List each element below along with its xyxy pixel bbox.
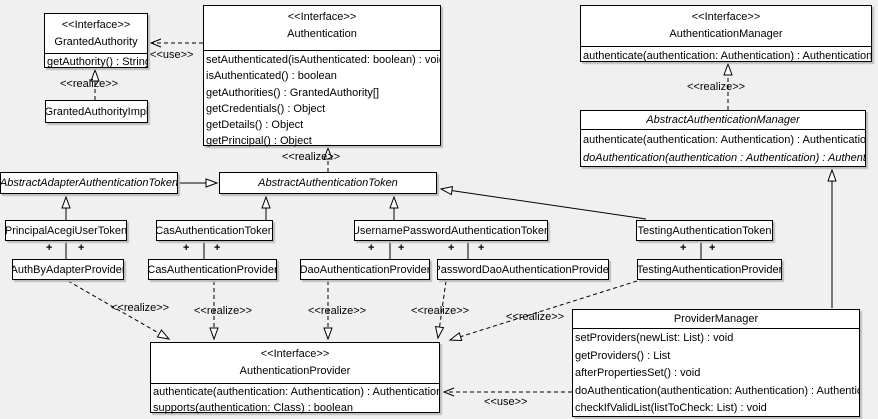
multiplicity-plus: + <box>183 242 190 254</box>
class-name: DaoAuthenticationProvider <box>300 263 430 276</box>
multiplicity-plus: + <box>368 242 375 254</box>
class-name: TestingAuthenticationProvider <box>637 263 782 276</box>
class-name: GrantedAuthority <box>54 36 138 48</box>
edge-label-realize: <<realize>> <box>60 78 119 90</box>
class-name: AuthenticationProvider <box>239 365 351 377</box>
class-name: PasswordDaoAuthenticationProvider <box>437 263 609 276</box>
member-operation: authenticate(authentication: Authenticat… <box>583 134 865 146</box>
class-testing-authentication-token: TestingAuthenticationToken <box>636 220 773 241</box>
class-provider-manager: ProviderManager setProviders(newList: Li… <box>572 309 860 417</box>
class-password-dao-authentication-provider: PasswordDaoAuthenticationProvider <box>437 259 609 280</box>
member-operation: getAuthority() : String <box>47 56 147 68</box>
class-abstract-adapter-authentication-token: AbstractAdapterAuthenticationToken <box>0 172 178 194</box>
class-name: GrantedAuthorityImpl <box>45 105 148 118</box>
class-name: AbstractAuthenticationToken <box>258 177 398 189</box>
class-username-password-authentication-token: UsernamePasswordAuthenticationToken <box>354 220 548 241</box>
edge-label-use: <<use>> <box>150 49 194 61</box>
edge-label-realize: <<realize>> <box>411 305 470 317</box>
member-operation: supports(authentication: Class) : boolea… <box>153 401 353 414</box>
realize-passworddaoprovider <box>434 280 447 340</box>
realize-authbyadapter <box>67 280 171 340</box>
multiplicity-plus: + <box>680 242 687 254</box>
class-granted-authority-impl: GrantedAuthorityImpl <box>45 100 148 123</box>
stereotype-label: <<Interface>> <box>61 19 131 31</box>
member-operation: authenticate(authentication: Authenticat… <box>583 50 871 62</box>
member-operation: doAuthentication(authentication : Authen… <box>583 152 865 164</box>
class-cas-authentication-token: CasAuthenticationToken <box>156 220 273 241</box>
class-authentication: <<Interface>> Authentication setAuthenti… <box>203 5 441 148</box>
edge-label-realize: <<realize>> <box>194 305 253 317</box>
multiplicity-plus: + <box>214 242 221 254</box>
member-operation: getDetails() : Object <box>206 119 304 132</box>
class-granted-authority: <<Interface>> GrantedAuthority getAuthor… <box>44 13 148 68</box>
class-principal-acegi-user-token: PrincipalAcegiUserToken <box>5 220 127 241</box>
member-operation: doAuthentication(authentication: Authent… <box>575 384 859 397</box>
class-name: AuthenticationManager <box>669 28 783 40</box>
multiplicity-plus: + <box>709 242 716 254</box>
edge-label-realize: <<realize>> <box>506 311 565 323</box>
member-operation: afterPropertiesSet() : void <box>575 367 701 380</box>
edge-label-realize: <<realize>> <box>308 305 367 317</box>
member-operation: getPrincipal() : Object <box>206 135 312 148</box>
multiplicity-plus: + <box>448 242 455 254</box>
class-name: CasAuthenticationToken <box>156 224 273 237</box>
multiplicity-plus: + <box>398 242 405 254</box>
stereotype-label: <<Interface>> <box>287 11 357 23</box>
class-abstract-authentication-manager: AbstractAuthenticationManager authentica… <box>580 110 866 167</box>
multiplicity-plus: + <box>78 242 85 254</box>
class-authentication-manager: <<Interface>> AuthenticationManager auth… <box>580 5 872 62</box>
member-operation: authenticate(authentication: Authenticat… <box>153 386 439 398</box>
member-operation: isAuthenticated() : boolean <box>206 70 337 83</box>
class-name: UsernamePasswordAuthenticationToken <box>354 224 548 237</box>
stereotype-label: <<Interface>> <box>691 11 761 23</box>
class-auth-by-adapter-provider: AuthByAdapterProvider <box>12 259 124 280</box>
class-name: ProviderManager <box>673 313 759 325</box>
class-name: Authentication <box>287 28 357 40</box>
edge-label-realize: <<realize>> <box>687 81 746 93</box>
member-operation: getProviders() : List <box>575 349 671 362</box>
edge-label-realize: <<realize>> <box>282 151 341 163</box>
class-authentication-provider: <<Interface>> AuthenticationProvider aut… <box>150 342 440 414</box>
class-name: CasAuthenticationProvider <box>148 263 277 276</box>
member-operation: checkIfValidList(listToCheck: List) : vo… <box>575 402 767 415</box>
edge-label-realize: <<realize>> <box>111 302 170 314</box>
edge-label-use: <<use>> <box>484 396 528 408</box>
class-name: AbstractAdapterAuthenticationToken <box>0 177 178 189</box>
class-abstract-authentication-token: AbstractAuthenticationToken <box>219 172 437 194</box>
class-testing-authentication-provider: TestingAuthenticationProvider <box>637 259 782 280</box>
class-name: PrincipalAcegiUserToken <box>5 224 127 237</box>
multiplicity-plus: + <box>478 242 485 254</box>
class-name: AuthByAdapterProvider <box>12 263 124 276</box>
class-cas-authentication-provider: CasAuthenticationProvider <box>148 259 277 280</box>
multiplicity-plus: + <box>46 242 53 254</box>
class-name: TestingAuthenticationToken <box>637 224 772 237</box>
realize-testingprovider <box>448 280 638 342</box>
member-operation: getCredentials() : Object <box>206 102 326 115</box>
generalization-testing-token <box>439 186 647 220</box>
class-name: AbstractAuthenticationManager <box>646 114 800 126</box>
member-operation: setProviders(newList: List) : void <box>575 332 734 344</box>
class-dao-authentication-provider: DaoAuthenticationProvider <box>300 259 430 280</box>
member-operation: getAuthorities() : GrantedAuthority[] <box>206 86 380 99</box>
stereotype-label: <<Interface>> <box>260 348 330 360</box>
member-operation: setAuthenticated(isAuthenticated: boolea… <box>206 54 440 66</box>
